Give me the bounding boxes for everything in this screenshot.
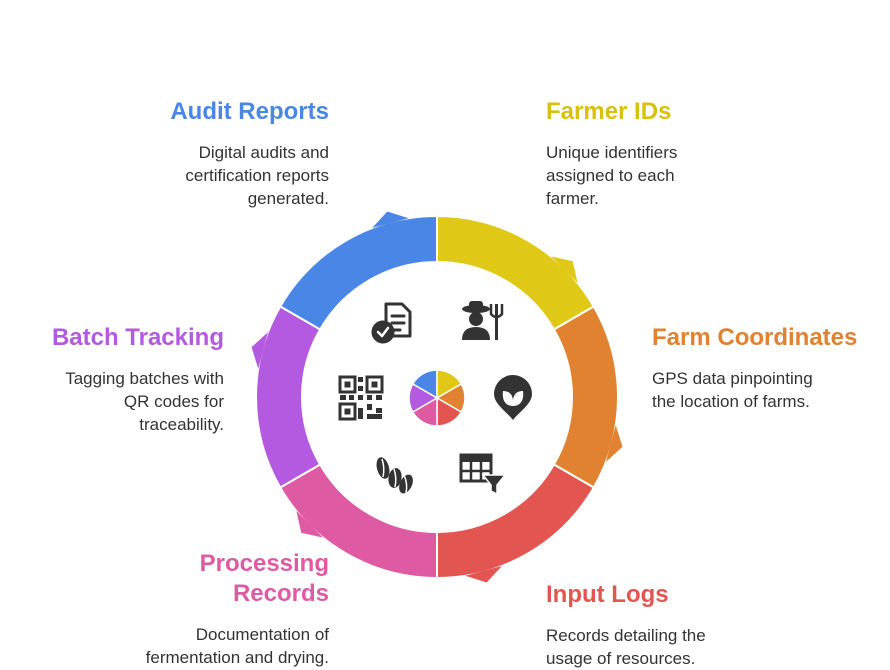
batch-tracking-title: Batch Tracking <box>51 324 224 351</box>
farm-coordinates-description: GPS data pinpointing the location of far… <box>652 367 888 413</box>
audit-reports-title: Audit Reports <box>170 98 329 125</box>
ring-arrow-audit <box>372 211 409 229</box>
ring-segments <box>251 211 623 583</box>
ring-arrow-coords <box>605 425 623 462</box>
ring-segment-coords <box>552 305 619 489</box>
farm-coordinates-title: Farm Coordinates <box>652 324 858 351</box>
farm-coordinates-block: Farm Coordinates GPS data pinpointing th… <box>652 323 888 413</box>
input-logs-desc-line: usage of resources. <box>546 649 696 668</box>
processing-records-title-line: Records <box>232 580 329 607</box>
cocoa-beans-icon <box>376 457 413 494</box>
farmer-ids-desc-line: Unique identifiers <box>546 143 678 162</box>
table-filter-icon <box>459 453 507 496</box>
processing-records-description: Documentation of fermentation and drying… <box>29 623 329 669</box>
input-logs-desc-line: Records detailing the <box>546 626 706 645</box>
center-pie-icon <box>408 369 466 427</box>
center-pie-slice-batch <box>408 382 439 414</box>
batch-tracking-block: Batch Tracking Tagging batches with QR c… <box>0 323 224 436</box>
farmer-ids-desc-line: farmer. <box>546 189 599 208</box>
farmer-icon <box>462 301 504 340</box>
input-logs-block: Input Logs Records detailing the usage o… <box>546 580 846 670</box>
audit-reports-description: Digital audits and certification reports… <box>29 141 329 210</box>
input-logs-description: Records detailing the usage of resources… <box>546 624 846 670</box>
processing-records-block: Processing Records Documentation of ferm… <box>29 549 329 669</box>
ring-arrow-input <box>465 565 502 583</box>
processing-records-title-line: Processing <box>199 550 329 577</box>
ring-segment-batch <box>255 305 322 489</box>
document-check-icon <box>371 302 412 344</box>
ring-arrow-batch <box>251 332 269 369</box>
ring-segment-audit <box>278 214 438 331</box>
qr-code-icon <box>338 375 384 421</box>
batch-tracking-desc-line: Tagging batches with <box>65 369 224 388</box>
audit-reports-desc-line: generated. <box>247 189 329 208</box>
farm-coordinates-desc-line: the location of farms. <box>652 392 810 411</box>
audit-reports-block: Audit Reports Digital audits and certifi… <box>29 97 329 210</box>
farmer-ids-title: Farmer IDs <box>546 98 672 125</box>
audit-reports-desc-line: certification reports <box>185 166 329 185</box>
input-logs-title: Input Logs <box>546 581 669 608</box>
processing-records-desc-line: fermentation and drying. <box>145 648 329 667</box>
processing-records-desc-line: Documentation of <box>195 625 329 644</box>
ring-arrow-farmer <box>550 256 578 284</box>
farmer-ids-desc-line: assigned to each <box>546 166 675 185</box>
batch-tracking-description: Tagging batches with QR codes for tracea… <box>0 367 224 436</box>
batch-tracking-desc-line: traceability. <box>139 415 224 434</box>
location-leaf-icon <box>494 375 532 420</box>
processing-records-title: Processing Records <box>29 549 329 609</box>
farmer-ids-description: Unique identifiers assigned to each farm… <box>546 141 846 210</box>
farm-coordinates-desc-line: GPS data pinpointing <box>652 369 813 388</box>
batch-tracking-desc-line: QR codes for <box>123 392 224 411</box>
audit-reports-desc-line: Digital audits and <box>198 143 329 162</box>
farmer-ids-block: Farmer IDs Unique identifiers assigned t… <box>546 97 846 210</box>
ring-arrow-processing <box>296 510 324 538</box>
